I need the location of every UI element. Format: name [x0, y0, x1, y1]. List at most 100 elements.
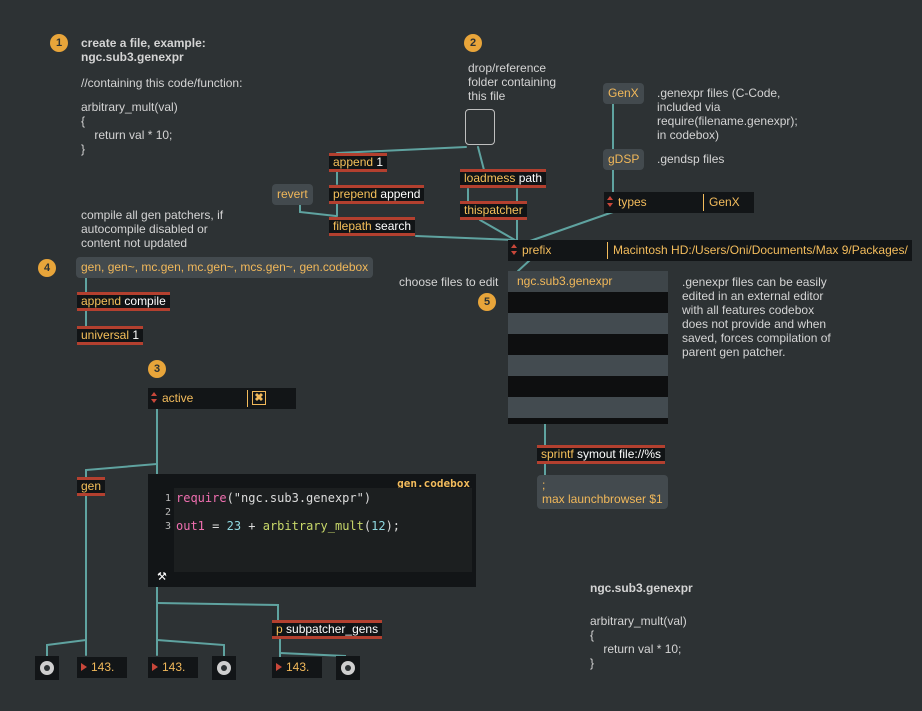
- loadmess-path-object[interactable]: loadmess path: [460, 169, 547, 188]
- genx-description: .genexpr files (C-Code, included via req…: [657, 86, 798, 142]
- types-attrui[interactable]: types GenX: [604, 192, 754, 213]
- prepend-append-object[interactable]: prepend append: [329, 185, 425, 204]
- bottom-file-title: ngc.sub3.genexpr: [590, 581, 693, 595]
- gdsp-description: .gendsp files: [657, 152, 725, 166]
- line-number: 2: [165, 507, 172, 518]
- append-compile-object[interactable]: append compile: [77, 292, 170, 311]
- number-box[interactable]: 143.: [148, 657, 198, 678]
- gen-codebox[interactable]: gen.codebox 1 2 3 require("ngc.sub3.gene…: [148, 474, 476, 587]
- file-list-row[interactable]: [508, 334, 668, 355]
- meter-icon[interactable]: [336, 656, 360, 680]
- object-class: thispatcher: [464, 203, 523, 217]
- code-token: +: [241, 519, 263, 533]
- step-badge-2: 2: [464, 34, 482, 52]
- gen-list-message[interactable]: gen, gen~, mc.gen, mc.gen~, mcs.gen~, ge…: [76, 257, 374, 278]
- object-arg: subpatcher_gens: [286, 622, 379, 636]
- file-list-row[interactable]: [508, 376, 668, 397]
- object-arg: append: [380, 187, 421, 201]
- object-class: gen: [81, 479, 102, 493]
- step-badge-1: 1: [50, 34, 68, 52]
- object-class: append: [333, 155, 374, 169]
- attr-value: GenX: [709, 195, 740, 209]
- file-list-row[interactable]: [508, 418, 668, 424]
- filepath-search-object[interactable]: filepath search: [329, 217, 416, 236]
- object-arg: path: [518, 171, 543, 185]
- code-token: 23: [226, 519, 242, 533]
- genx-message[interactable]: GenX: [603, 83, 644, 104]
- step5-text: .genexpr files can be easily edited in a…: [682, 275, 831, 359]
- object-arg: search: [375, 219, 412, 233]
- object-arg: 1: [376, 155, 384, 169]
- number-box[interactable]: 143.: [77, 657, 127, 678]
- gdsp-message[interactable]: gDSP: [603, 149, 645, 170]
- code-token: 12: [371, 519, 386, 533]
- sprintf-object[interactable]: sprintf symout file://%s: [537, 445, 666, 464]
- thispatcher-object[interactable]: thispatcher: [460, 201, 527, 220]
- object-arg: 1: [132, 328, 140, 342]
- file-list-row[interactable]: [508, 397, 668, 418]
- step1-subtitle: //containing this code/function:: [81, 76, 243, 90]
- meter-icon[interactable]: [35, 656, 59, 680]
- code-token: ("ngc.sub3.genexpr"): [226, 491, 372, 505]
- step-badge-3: 3: [148, 360, 166, 378]
- code-token: require: [176, 491, 227, 505]
- file-list-selected-item[interactable]: ngc.sub3.genexpr: [508, 271, 668, 292]
- attr-name: active: [162, 391, 194, 405]
- step1-title: create a file, example: ngc.sub3.genexpr: [81, 36, 206, 64]
- object-class: sprintf: [541, 447, 574, 461]
- attr-name: prefix: [522, 243, 552, 257]
- launchbrowser-message[interactable]: ; max launchbrowser $1: [537, 475, 668, 509]
- object-arg: compile: [124, 294, 166, 308]
- codebox-title: gen.codebox: [397, 477, 470, 490]
- file-list-row[interactable]: [508, 355, 668, 376]
- launch-line-2: max launchbrowser $1: [542, 492, 663, 506]
- step1-code: arbitrary_mult(val) { return val * 10; }: [81, 100, 178, 156]
- code-token: arbitrary_mult: [262, 519, 364, 533]
- number-box[interactable]: 143.: [272, 657, 322, 678]
- step4-text: compile all gen patchers, if autocompile…: [81, 208, 224, 250]
- active-checkbox-icon[interactable]: ✖: [252, 391, 266, 405]
- append-1-object[interactable]: append 1: [329, 153, 388, 172]
- universal-1-object[interactable]: universal 1: [77, 326, 144, 345]
- step-badge-5: 5: [478, 293, 496, 311]
- prefix-attrui[interactable]: prefix Macintosh HD:/Users/Oni/Documents…: [508, 240, 912, 261]
- revert-message[interactable]: revert: [272, 184, 313, 205]
- stepper-arrows-icon: [151, 391, 158, 405]
- step2-text: drop/reference folder containing this fi…: [468, 61, 557, 103]
- object-class: append: [81, 294, 122, 308]
- attr-divider: [247, 390, 248, 407]
- stepper-arrows-icon: [511, 243, 518, 257]
- folder-drop-zone[interactable]: [465, 109, 495, 145]
- attr-divider: [607, 242, 608, 259]
- wrench-icon[interactable]: ⚒: [157, 571, 167, 583]
- object-class: loadmess: [464, 171, 516, 185]
- launch-line-1: ;: [542, 478, 546, 492]
- attr-name: types: [618, 195, 647, 209]
- attr-value: Macintosh HD:/Users/Oni/Documents/Max 9/…: [613, 243, 908, 257]
- object-class: universal: [81, 328, 130, 342]
- object-class: p: [276, 622, 283, 636]
- active-attrui[interactable]: active ✖: [148, 388, 296, 409]
- choose-files-label: choose files to edit: [399, 275, 499, 289]
- code-token: =: [204, 519, 227, 533]
- code-token: );: [385, 519, 401, 533]
- code-line-1: require("ngc.sub3.genexpr"): [176, 491, 371, 505]
- meter-icon[interactable]: [212, 656, 236, 680]
- stepper-arrows-icon: [607, 195, 614, 209]
- file-list-row[interactable]: [508, 313, 668, 334]
- object-arg: symout file://%s: [577, 447, 662, 461]
- file-list-row[interactable]: [508, 292, 668, 313]
- code-token: out1: [176, 519, 205, 533]
- subpatcher-gens-object[interactable]: p subpatcher_gens: [272, 620, 383, 639]
- gen-object[interactable]: gen: [77, 477, 106, 496]
- file-list-umenu[interactable]: ngc.sub3.genexpr: [508, 271, 668, 424]
- line-number: 3: [165, 521, 172, 532]
- code-token: (: [363, 519, 372, 533]
- object-class: filepath: [333, 219, 372, 233]
- line-number: 1: [165, 493, 172, 504]
- attr-divider: [703, 194, 704, 211]
- object-class: prepend: [333, 187, 378, 201]
- codebox-editor[interactable]: 1 2 3 require("ngc.sub3.genexpr") out1 =…: [165, 488, 472, 572]
- bottom-file-code: arbitrary_mult(val) { return val * 10; }: [590, 614, 687, 670]
- code-line-3: out1 = 23 + arbitrary_mult(12);: [176, 519, 400, 533]
